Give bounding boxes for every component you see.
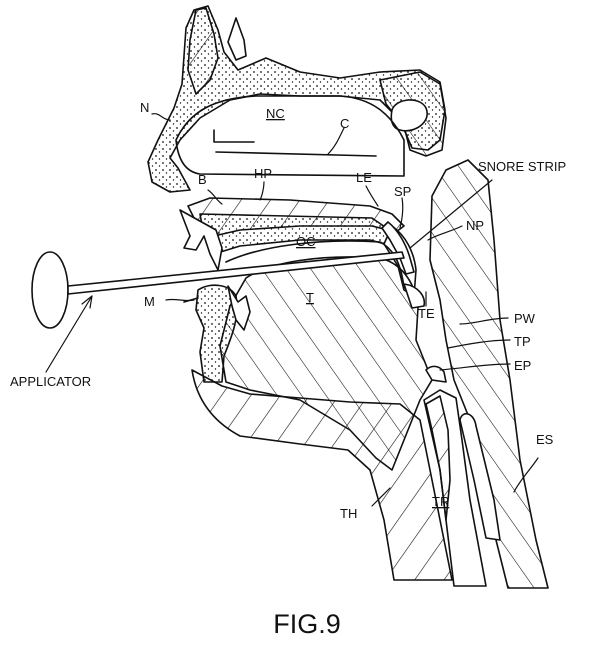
applicator-handle — [31, 251, 69, 329]
label-PW: PW — [514, 311, 536, 326]
leader-snore — [409, 179, 493, 249]
sinus-cavity — [227, 17, 247, 61]
pharyngeal-wall — [429, 159, 549, 589]
leader-NP — [427, 225, 463, 241]
label-SP: SP — [394, 184, 411, 199]
label-TH: TH — [340, 506, 357, 521]
trachea-hatch — [425, 395, 451, 521]
label-N: N — [140, 100, 149, 115]
leader-SP — [399, 197, 404, 229]
label-M: M — [144, 294, 155, 309]
label-C: C — [340, 116, 349, 131]
label-B: B — [198, 172, 207, 187]
label-EP: EP — [514, 358, 531, 373]
leader-N — [151, 113, 171, 121]
label-TE: TE — [418, 306, 435, 321]
leader-C — [327, 127, 345, 155]
nasal-cavity-outline — [175, 95, 405, 177]
leader-PW — [459, 317, 509, 325]
leader-LE — [365, 185, 379, 207]
leader-TP — [447, 339, 511, 349]
upper-teeth — [179, 209, 223, 271]
label-TR: TR — [432, 494, 449, 509]
label-NC: NC — [266, 106, 285, 121]
label-TP: TP — [514, 334, 531, 349]
label-ES: ES — [536, 432, 554, 447]
leader-EP — [439, 363, 511, 371]
label-applicator: APPLICATOR — [10, 374, 91, 389]
lower-teeth — [227, 285, 251, 331]
applicator-arrowhead — [81, 295, 93, 309]
leader-B — [207, 189, 223, 205]
leader-ES — [513, 457, 539, 493]
leader-HP — [259, 181, 265, 201]
label-T: T — [306, 290, 314, 305]
esophagus-lumen — [459, 413, 501, 541]
tongue-tip — [403, 283, 426, 309]
label-LE: LE — [356, 170, 372, 185]
label-OC: OC — [296, 234, 316, 249]
figure-caption: FIG.9 — [273, 609, 341, 639]
label-NP: NP — [466, 218, 484, 233]
oral-cavity — [225, 240, 405, 289]
label-snore-strip: SNORE STRIP — [478, 159, 566, 174]
label-HP: HP — [254, 166, 272, 181]
leader-TH — [371, 487, 391, 507]
chin-neck — [191, 369, 453, 581]
concha-lower — [215, 151, 377, 157]
leader-M — [165, 298, 195, 302]
applicator-shaft — [67, 251, 405, 295]
nasal-hatch — [187, 7, 219, 95]
sphenoid-oval — [390, 99, 428, 132]
leader-applicator — [45, 295, 93, 373]
concha-upper — [213, 129, 255, 143]
